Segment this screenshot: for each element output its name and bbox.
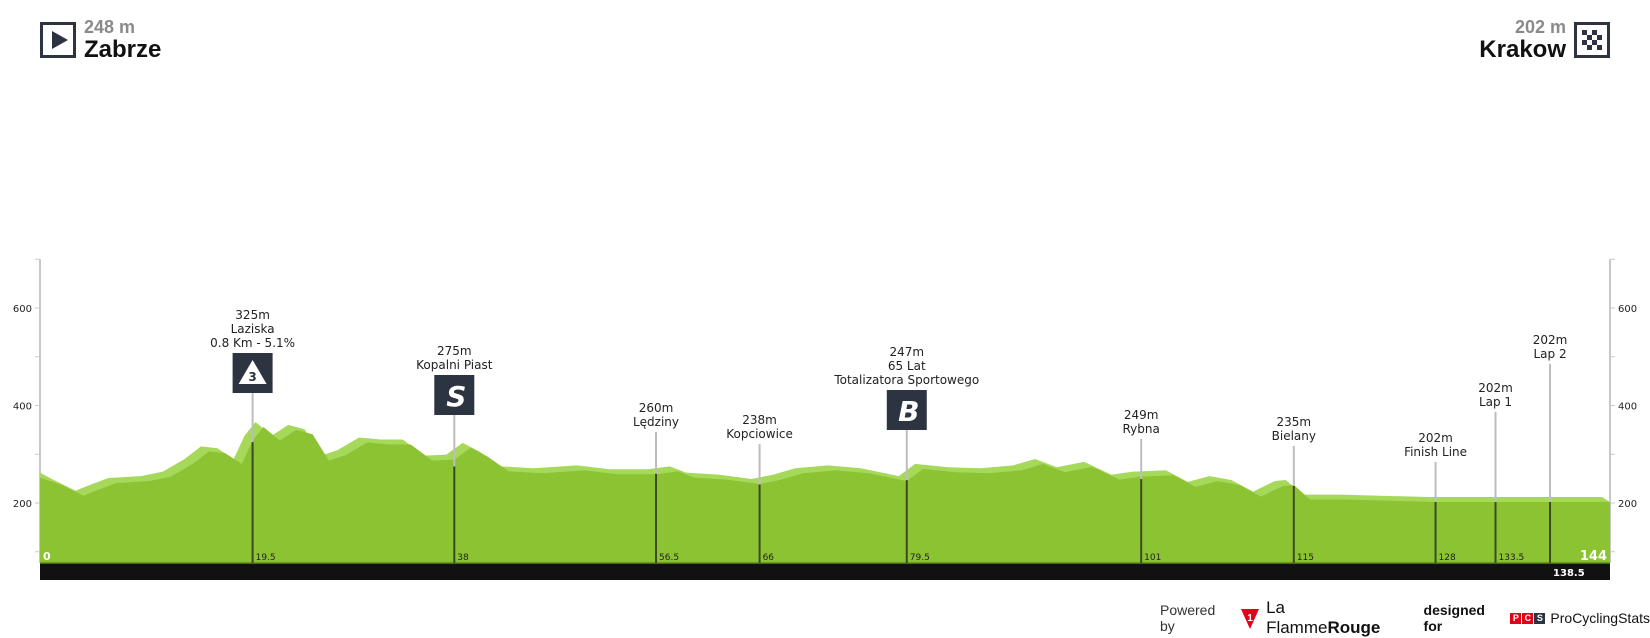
pcs-letter: P [1510,612,1522,624]
sprint-letter: S [446,380,466,413]
y-tick-label: 600 [1618,304,1637,315]
marker-elevation: 202m [1533,333,1568,347]
start-header: 248 m Zabrze [40,18,161,62]
km-label: 66 [763,553,775,563]
powered-by-label: Powered by [1160,602,1216,634]
marker-name: Totalizatora Sportowego [833,373,979,387]
la-flamme-rouge-logo-icon: 1 [1241,609,1260,629]
marker-elevation: 235m [1277,415,1312,429]
finish-location: Krakow [1479,36,1566,63]
marker-name: Kopalni Piast [416,358,493,372]
km-end-label: 144 [1580,549,1607,564]
mountain-triangle-icon [238,360,267,384]
elevation-profile-chart: 200 400 600 200 400 600 0 144 19.5 3 0.8 Km - 5.1%… [13,258,1637,580]
km-label: 56.5 [659,553,679,563]
km-label: 115 [1297,553,1314,563]
footer: Powered by 1 La FlammeRouge designed for… [1160,598,1650,638]
km-label: 133.5 [1499,553,1525,563]
pcs-letter: C [1522,612,1534,624]
bonus-icon [886,390,927,430]
brand-badge: 1 [1248,613,1254,624]
marker-name: 0.8 Km - 5.1% [210,336,295,350]
y-tick-label: 200 [13,499,32,510]
km-label: 128 [1439,553,1456,563]
marker-elevation: 260m [639,401,674,415]
bonus-letter: B [898,395,919,428]
finish-elevation: 202 m [1514,17,1566,37]
checkered-flag-icon [1574,22,1610,58]
designed-for-label: designed for [1423,602,1485,634]
pcs-letter: S [1534,612,1546,624]
procyclingstats-link[interactable]: ProCyclingStats [1550,610,1650,626]
start-flag-icon [40,22,76,58]
marker-name: Lędziny [633,415,679,429]
marker-elevation: 202m [1478,381,1513,395]
marker-elevation: 249m [1124,408,1159,422]
start-location: Zabrze [84,36,162,63]
brand-part-2: Rouge [1327,618,1381,637]
marker-name: Finish Line [1404,445,1467,459]
marker-name: 65 Lat [888,359,926,373]
y-tick-label: 400 [13,402,32,413]
marker-name: Lap 2 [1533,347,1566,361]
km-label: 38 [457,553,469,563]
start-elevation: 248 m [84,17,136,37]
km-label: 19.5 [256,553,276,563]
distance-bar [40,563,1610,580]
finish-header: 202 m Krakow [1479,18,1610,62]
marker-name: Rybna [1123,422,1160,436]
brand-part-1: La Flamme [1266,598,1328,637]
km-label: 101 [1144,553,1161,563]
extra-km-label: 138.5 [1553,568,1585,579]
pcs-logo-icon: P C S [1510,612,1546,624]
marker-elevation: 247m [889,345,924,359]
marker-elevation: 202m [1418,431,1453,445]
km-start-label: 0 [43,550,51,563]
y-tick-label: 400 [1618,402,1637,413]
marker-elevation: 275m [437,344,472,358]
marker-name: Kopciowice [726,427,793,441]
marker-name: Laziska [231,322,275,336]
y-tick-label: 200 [1618,499,1637,510]
la-flamme-rouge-link[interactable]: La FlammeRouge [1266,598,1395,638]
marker-elevation: 325m [235,308,270,322]
profile-area [40,426,1610,563]
climb-category: 3 [248,370,256,384]
marker-name: Bielany [1272,429,1316,443]
sprint-icon [434,375,475,415]
marker-name: Lap 1 [1479,395,1512,409]
km-label: 79.5 [910,553,930,563]
y-tick-label: 600 [13,304,32,315]
marker-elevation: 238m [742,413,777,427]
